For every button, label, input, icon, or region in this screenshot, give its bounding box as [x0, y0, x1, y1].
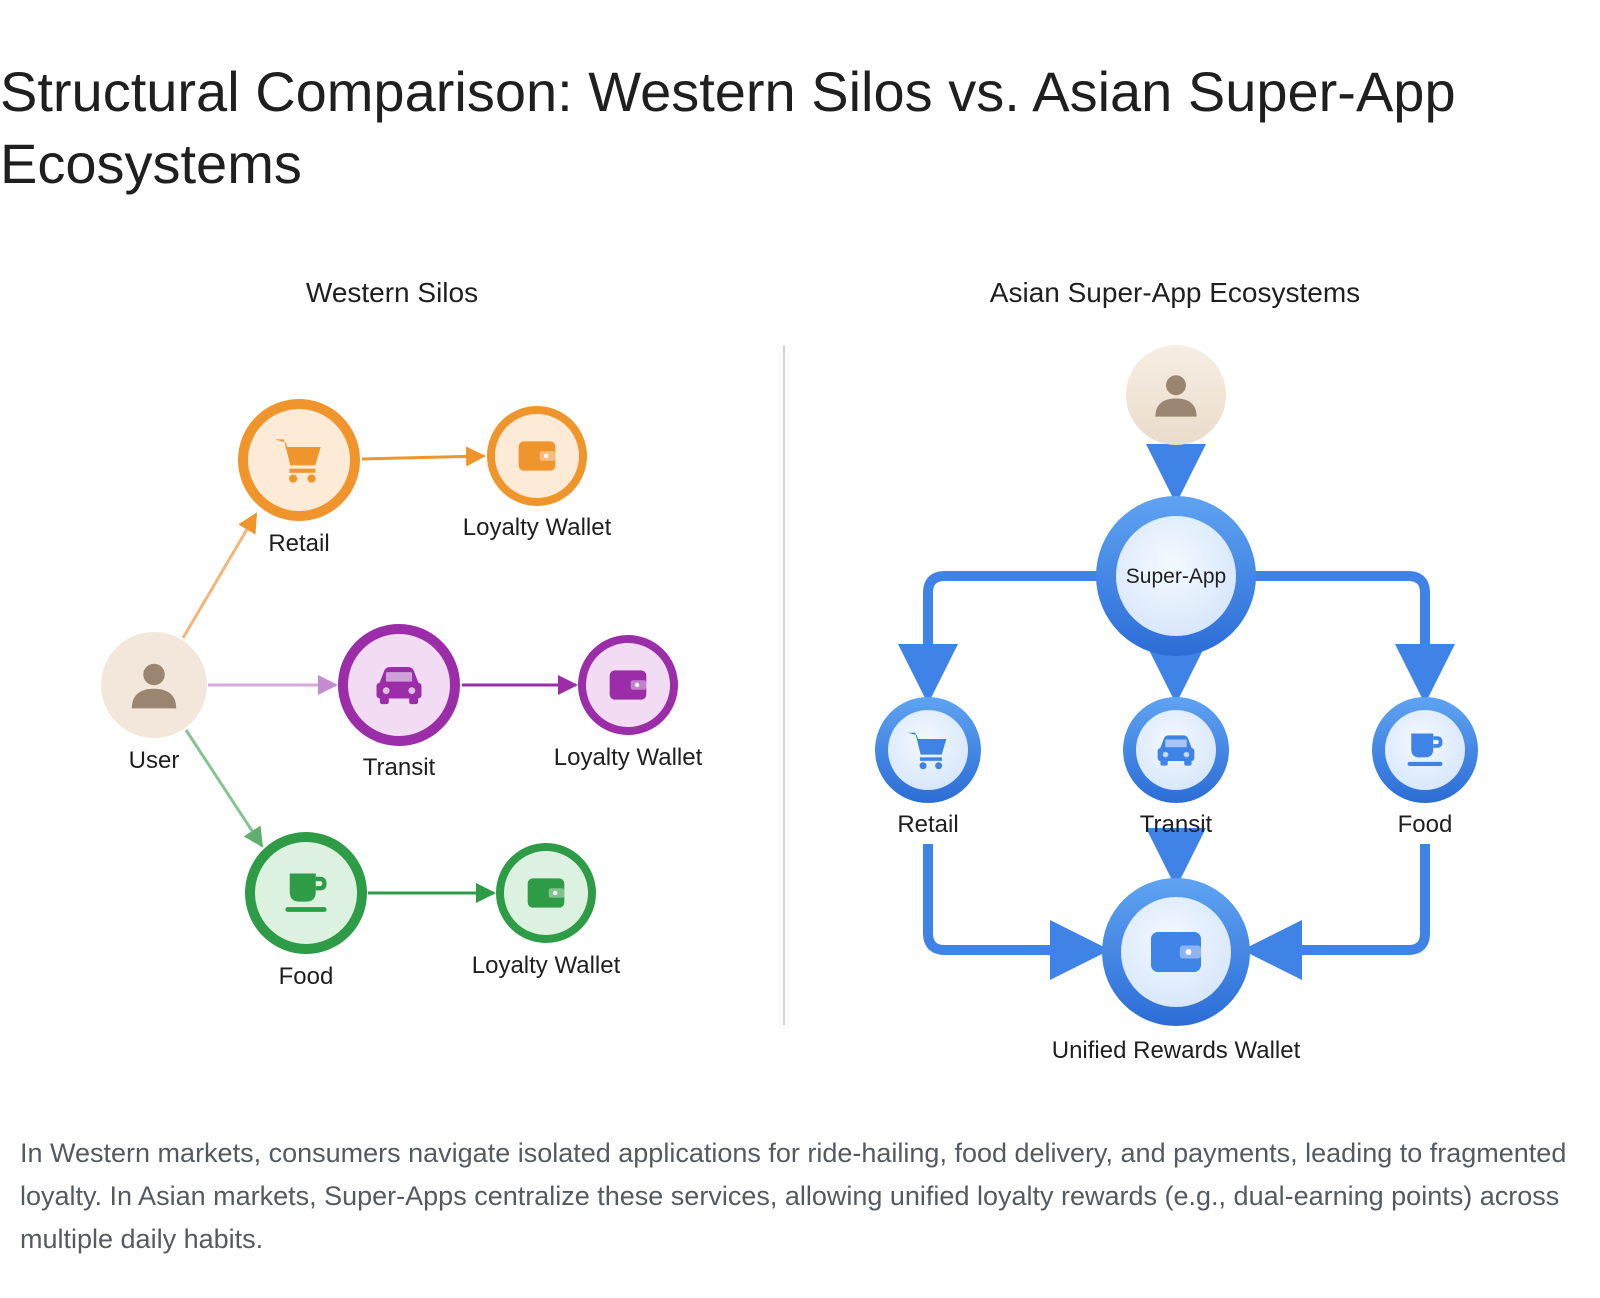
- wallet-icon: [609, 670, 647, 700]
- western-silos-panel: Western Silos User Retail Loyalty Wallet: [101, 277, 703, 990]
- western-retail-node: [238, 399, 360, 521]
- western-transit-label: Transit: [363, 754, 436, 781]
- wallet-icon: [1151, 932, 1201, 972]
- wallet-icon: [527, 878, 565, 908]
- asian-transit-label: Transit: [1140, 811, 1213, 838]
- page-title: Structural Comparison: Western Silos vs.…: [0, 60, 1456, 195]
- western-retail-wallet-label: Loyalty Wallet: [463, 514, 612, 541]
- western-user-node: [101, 632, 207, 738]
- western-retail-label: Retail: [268, 530, 329, 557]
- western-food-wallet-node: [496, 843, 596, 943]
- western-retail-wallet-node: [487, 406, 587, 506]
- western-food-node: [245, 832, 367, 954]
- western-food-wallet-label: Loyalty Wallet: [472, 952, 621, 979]
- super-app-hub-node: [1096, 496, 1256, 656]
- asian-food-label: Food: [1398, 811, 1453, 838]
- arrow-food-to-wallet: [1242, 844, 1430, 980]
- asian-user-node: [1126, 345, 1226, 445]
- unified-wallet-label: Unified Rewards Wallet: [1052, 1037, 1301, 1064]
- western-transit-wallet-label: Loyalty Wallet: [554, 744, 703, 771]
- western-food-label: Food: [279, 963, 334, 990]
- asian-super-app-panel: Asian Super-App Ecosystems Super-App Ret…: [875, 277, 1478, 1064]
- arrow-super-app-to-retail: [898, 571, 1100, 704]
- western-transit-wallet-node: [578, 635, 678, 735]
- super-app-label: Super-App: [1126, 565, 1226, 588]
- arrow-retail-to-wallet: [923, 844, 1110, 980]
- arrow-user-to-food: [184, 729, 264, 848]
- arrow-super-app-to-food: [1252, 571, 1455, 704]
- comparison-diagram: Western Silos User Retail Loyalty Wallet: [101, 277, 1478, 1064]
- asian-retail-node: [875, 697, 981, 803]
- western-heading: Western Silos: [306, 277, 478, 308]
- western-user-label: User: [129, 747, 180, 774]
- caption-text: In Western markets, consumers navigate i…: [20, 1138, 1567, 1254]
- asian-transit-node: [1123, 697, 1229, 803]
- arrow-retail-to-wallet: [361, 446, 486, 467]
- arrow-user-to-retail: [181, 512, 258, 639]
- asian-food-node: [1372, 697, 1478, 803]
- wallet-icon: [518, 441, 556, 471]
- western-transit-node: [338, 624, 460, 746]
- asian-retail-label: Retail: [897, 811, 958, 838]
- unified-rewards-wallet-node: [1102, 878, 1250, 1026]
- asian-heading: Asian Super-App Ecosystems: [990, 277, 1360, 308]
